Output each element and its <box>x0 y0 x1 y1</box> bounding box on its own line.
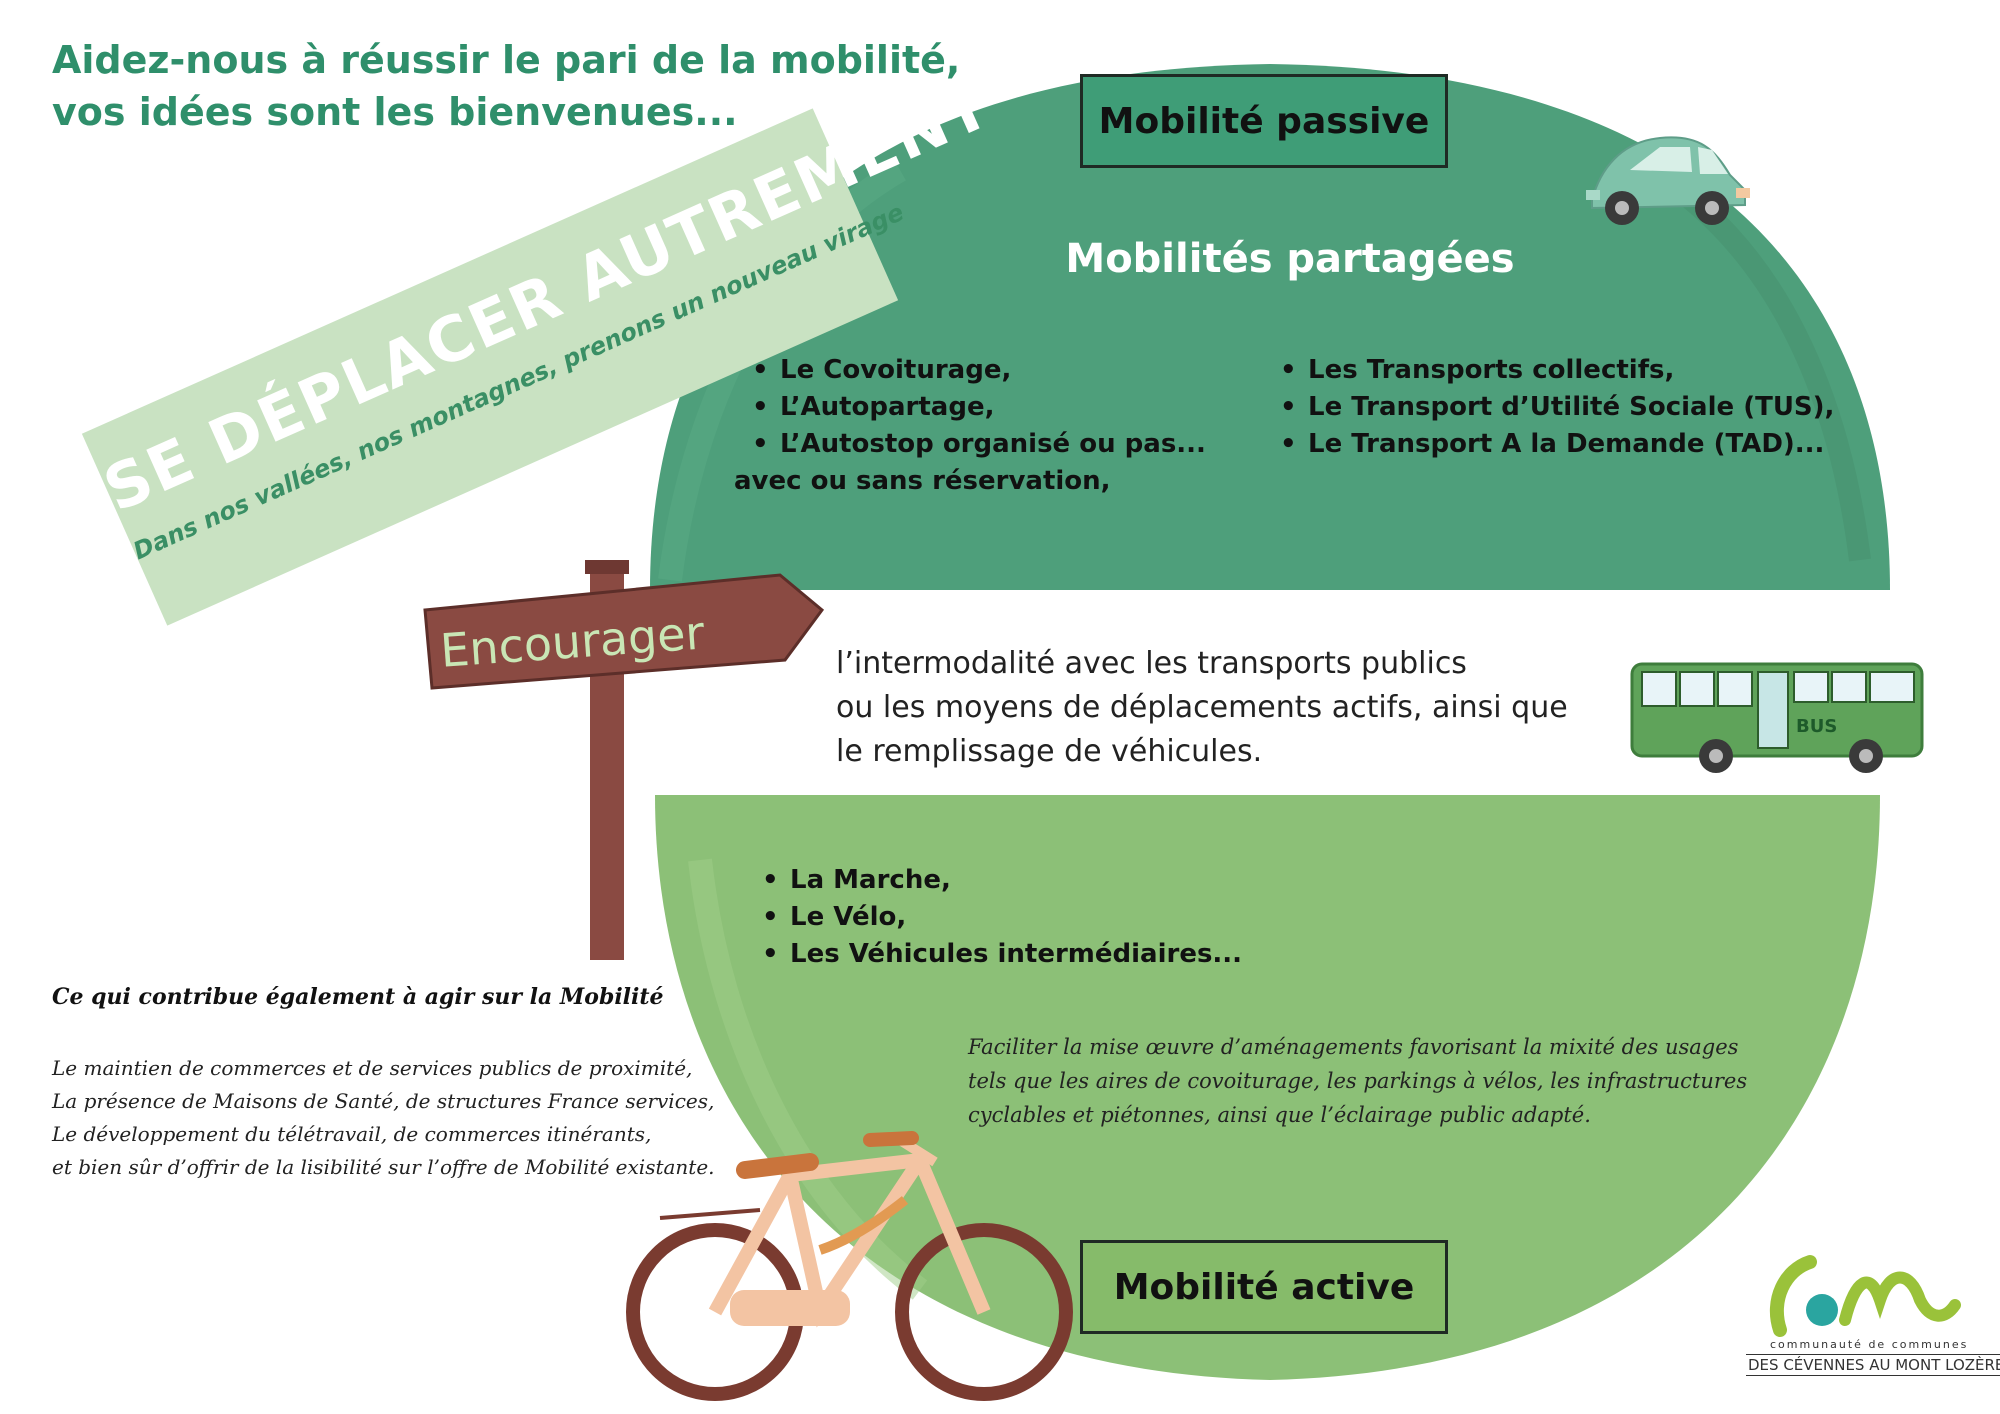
active-mobility-list: La Marche, Le Vélo, Les Véhicules interm… <box>762 862 1242 973</box>
headline: Aidez-nous à réussir le pari de la mobil… <box>52 34 961 138</box>
list-item: Les Véhicules intermédiaires... <box>762 936 1242 973</box>
logo-line-2: DES CÉVENNES AU MONT LOZÈRE <box>1746 1354 2000 1376</box>
contribution-line: Le développement du télétravail, de comm… <box>52 1122 652 1146</box>
facilitate-text: Faciliter la mise œuvre d’aménagements f… <box>968 1030 1748 1132</box>
list-continuation: avec ou sans réservation, <box>734 466 1111 496</box>
list-item: La Marche, <box>762 862 1242 899</box>
intermodality-line: ou les moyens de déplacements actifs, ai… <box>836 690 1568 725</box>
intermodality-text: l’intermodalité avec les transports publ… <box>836 642 1636 774</box>
logo-line-1: communauté de communes <box>1770 1338 1969 1351</box>
shared-mobility-left-list: Le Covoiturage, L’Autopartage, L’Autosto… <box>734 352 1206 500</box>
headline-line-1: Aidez-nous à réussir le pari de la mobil… <box>52 38 961 82</box>
intermodality-line: le remplissage de véhicules. <box>836 734 1263 769</box>
contribution-line: La présence de Maisons de Santé, de stru… <box>52 1089 715 1113</box>
list-item: Les Transports collectifs, <box>1280 352 1834 389</box>
logo-mark <box>1769 1255 1961 1337</box>
intermodality-line: l’intermodalité avec les transports publ… <box>836 646 1467 681</box>
bus-label: BUS <box>1796 716 1838 737</box>
contribution-text: Le maintien de commerces et de services … <box>52 1052 715 1184</box>
tape-banner <box>81 108 899 626</box>
car-icon <box>1586 136 1750 225</box>
facilitate-line: tels que les aires de covoiturage, les p… <box>968 1069 1748 1093</box>
bicycle-icon <box>626 1131 1073 1401</box>
signpost-icon <box>423 560 825 960</box>
shared-mobility-title: Mobilités partagées <box>1065 236 1515 282</box>
list-item: L’Autopartage, <box>752 389 1206 426</box>
shared-mobility-right-list: Les Transports collectifs, Le Transport … <box>1280 352 1834 463</box>
active-mobility-tag: Mobilité active <box>1080 1240 1448 1334</box>
contribution-line: Le maintien de commerces et de services … <box>52 1056 693 1080</box>
facilitate-line: Faciliter la mise œuvre d’aménagements f… <box>968 1035 1739 1059</box>
headline-line-2: vos idées sont les bienvenues... <box>52 90 738 134</box>
list-item: Le Transport d’Utilité Sociale (TUS), <box>1280 389 1834 426</box>
list-item: L’Autostop organisé ou pas... <box>752 426 1206 463</box>
list-item: Le Vélo, <box>762 899 1242 936</box>
contribution-line: et bien sûr d’offrir de la lisibilité su… <box>52 1155 715 1179</box>
list-item: Le Transport A la Demande (TAD)... <box>1280 426 1834 463</box>
passive-mobility-tag: Mobilité passive <box>1080 74 1448 168</box>
list-item: Le Covoiturage, <box>752 352 1206 389</box>
bus-icon <box>1630 662 1924 773</box>
facilitate-line: cyclables et piétonnes, ainsi que l’écla… <box>968 1103 1591 1127</box>
contribution-title: Ce qui contribue également à agir sur la… <box>52 984 664 1010</box>
